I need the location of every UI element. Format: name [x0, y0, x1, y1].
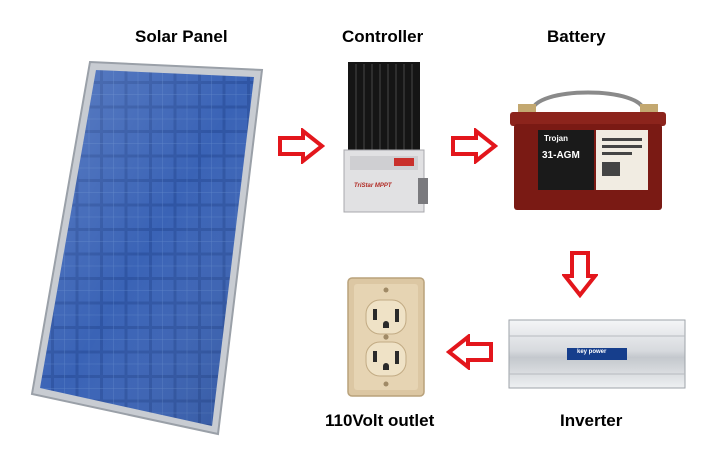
wall-outlet	[346, 276, 426, 398]
inverter: key power	[507, 318, 687, 390]
battery-label: Battery	[547, 27, 606, 46]
right-arrow-icon	[277, 128, 325, 164]
inverter-label: Inverter	[560, 411, 623, 430]
down-arrow-icon	[562, 250, 598, 298]
outlet-label: 110Volt outlet	[325, 411, 435, 430]
inverter-badge-text: key power	[577, 349, 607, 355]
battery-brand-text: Trojan	[544, 134, 569, 143]
solar-panel-label: Solar Panel	[135, 27, 228, 46]
battery-model-text: 31-AGM	[542, 150, 580, 161]
controller-brand-text: TriStar MPPT	[354, 183, 392, 189]
charge-controller: TriStar MPPT	[342, 58, 430, 216]
controller-label: Controller	[342, 27, 424, 46]
solar-panel	[28, 58, 268, 438]
left-arrow-icon	[446, 334, 494, 370]
battery: Trojan 31-AGM	[508, 78, 668, 213]
right-arrow-icon	[450, 128, 498, 164]
